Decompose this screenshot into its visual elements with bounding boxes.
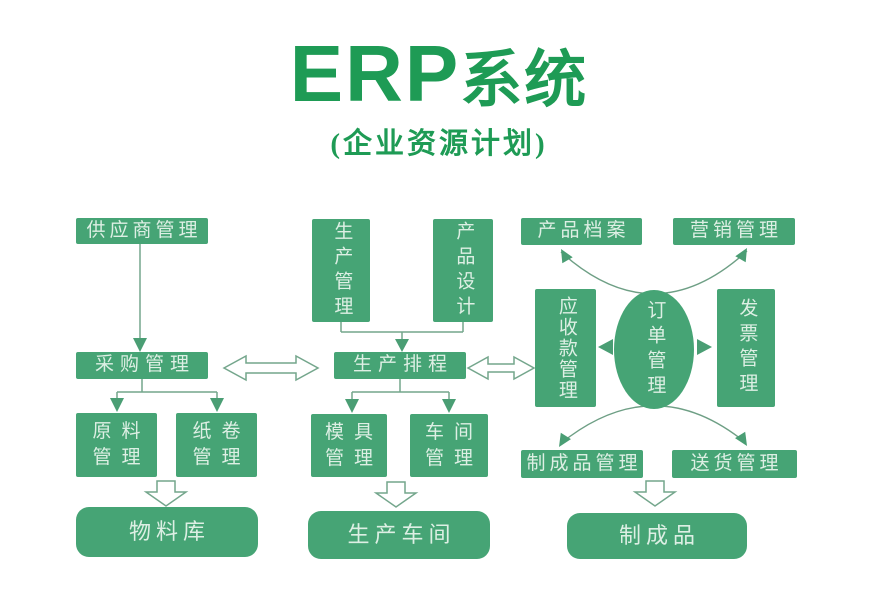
node-finished-goods: 制成品 bbox=[567, 513, 747, 559]
node-purchase-management: 采购管理 bbox=[76, 352, 208, 379]
node-invoice-management: 发票管理 bbox=[717, 289, 775, 407]
node-product-archive: 产品档案 bbox=[521, 218, 642, 245]
node-supplier-management: 供应商管理 bbox=[76, 218, 208, 244]
page-title: ERP系统 bbox=[0, 28, 878, 120]
title-erp: ERP bbox=[289, 29, 461, 118]
double-arrow-purchase-schedule bbox=[222, 354, 320, 382]
double-arrow-schedule-receivables bbox=[466, 355, 536, 381]
arrow-purchase-to-children bbox=[110, 379, 224, 412]
arrow-production-to-schedule bbox=[340, 322, 464, 352]
node-marketing-management: 营销管理 bbox=[673, 218, 795, 245]
node-production-schedule: 生产排程 bbox=[334, 352, 466, 379]
arc-order-to-archive-marketing bbox=[560, 248, 748, 295]
block-arrow-to-finished-goods bbox=[632, 480, 678, 507]
node-production-workshop: 生产车间 bbox=[308, 511, 490, 559]
node-product-design: 产品设计 bbox=[433, 219, 493, 322]
node-finished-goods-management: 制成品管理 bbox=[521, 450, 643, 478]
arc-order-to-finished-delivery bbox=[559, 405, 747, 447]
node-delivery-management: 送货管理 bbox=[672, 450, 797, 478]
arrow-schedule-to-children bbox=[345, 379, 456, 413]
title-system: 系统 bbox=[460, 47, 589, 115]
node-mold-management: 模具 管理 bbox=[311, 414, 387, 477]
page-subtitle: (企业资源计划) bbox=[330, 128, 548, 160]
arrow-supplier-to-purchase bbox=[133, 244, 147, 352]
node-raw-material-management: 原料 管理 bbox=[76, 413, 157, 477]
node-workshop-management: 车间 管理 bbox=[410, 414, 488, 477]
node-paper-roll-management: 纸卷 管理 bbox=[176, 413, 257, 477]
node-material-warehouse: 物料库 bbox=[76, 507, 258, 557]
node-receivables-management: 应收款管理 bbox=[535, 289, 596, 407]
arrow-order-to-invoice bbox=[697, 339, 712, 355]
node-production-management: 生产管理 bbox=[312, 219, 370, 322]
block-arrow-to-material-store bbox=[143, 480, 189, 507]
node-order-management: 订单管理 bbox=[614, 290, 694, 409]
block-arrow-to-production-workshop bbox=[373, 481, 419, 508]
arrow-order-to-receivables bbox=[598, 339, 613, 355]
